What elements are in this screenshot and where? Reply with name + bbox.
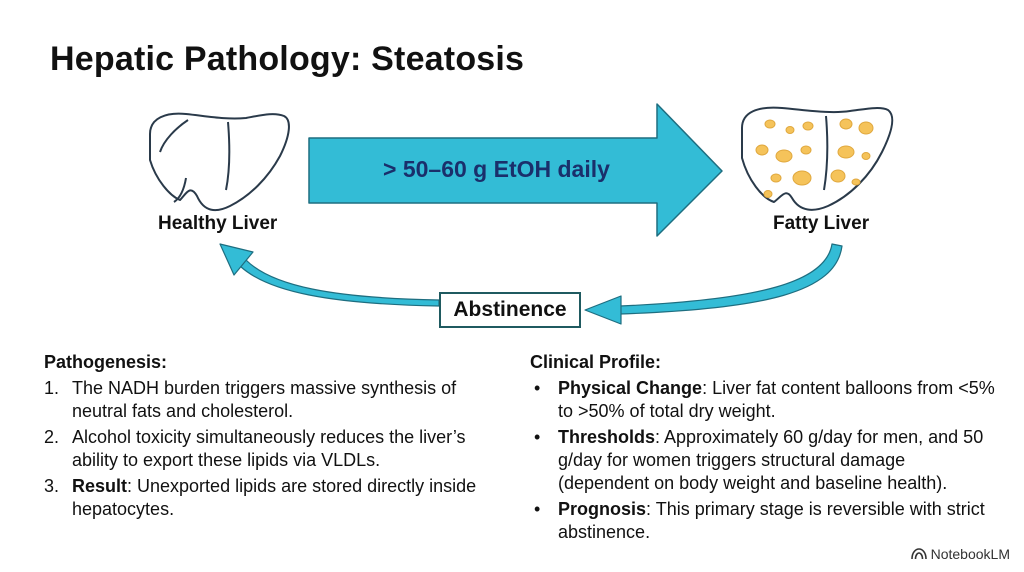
brand-name: NotebookLM xyxy=(930,546,1010,562)
item-text: : Approximately 60 g/day for men, and 50… xyxy=(558,427,984,493)
item-bold-term: Physical Change xyxy=(558,378,703,398)
item-text: : Unexported lipids are stored directly … xyxy=(72,476,477,519)
item-bold-term: Result xyxy=(72,476,128,496)
fatty-liver-label: Fatty Liver xyxy=(773,213,870,234)
item-number: 3. xyxy=(44,476,60,496)
pathogenesis-item: 3. Result: Unexported lipids are stored d… xyxy=(44,475,494,521)
item-bold-term: Thresholds xyxy=(558,427,656,447)
item-bold-term: Prognosis xyxy=(558,499,647,519)
intake-threshold-label: > 50–60 g EtOH daily xyxy=(383,156,610,182)
page-title: Hepatic Pathology: Steatosis xyxy=(50,40,525,78)
item-text: : Liver fat content balloons from <5% to… xyxy=(558,378,995,421)
clinical-item: • Thresholds: Approximately 60 g/day for … xyxy=(530,426,1000,495)
branding: NotebookLM xyxy=(910,546,1010,562)
fatty-liver-icon xyxy=(741,106,894,211)
abstinence-label: Abstinence xyxy=(453,298,567,321)
return-arrow xyxy=(219,243,843,325)
item-number: 2. xyxy=(44,427,60,447)
abstinence-box: Abstinence xyxy=(439,292,581,328)
notebooklm-logo-icon xyxy=(910,548,927,560)
item-text: Alcohol toxicity simultaneously reduces … xyxy=(72,427,466,470)
pathogenesis-item: 1. The NADH burden triggers massive synth… xyxy=(44,377,494,423)
clinical-profile-heading: Clinical Profile: xyxy=(530,352,662,372)
clinical-profile-section: Clinical Profile: • Physical Change: Live… xyxy=(530,351,1000,547)
item-text: The NADH burden triggers massive synthes… xyxy=(72,378,457,421)
pathogenesis-section: Pathogenesis: 1. The NADH burden triggers… xyxy=(44,351,494,524)
pathogenesis-heading: Pathogenesis: xyxy=(44,352,168,372)
clinical-item: • Physical Change: Liver fat content ball… xyxy=(530,377,1000,423)
clinical-item: • Prognosis: This primary stage is revers… xyxy=(530,498,1000,544)
healthy-liver-label: Healthy Liver xyxy=(158,213,278,234)
forward-arrow xyxy=(308,103,723,237)
item-number: 1. xyxy=(44,378,60,398)
bullet-icon: • xyxy=(534,499,541,519)
bullet-icon: • xyxy=(534,378,541,398)
item-text: : This primary stage is reversible with … xyxy=(558,499,985,542)
pathogenesis-item: 2. Alcohol toxicity simultaneously reduce… xyxy=(44,426,494,472)
healthy-liver-icon xyxy=(149,112,290,212)
bullet-icon: • xyxy=(534,427,541,447)
